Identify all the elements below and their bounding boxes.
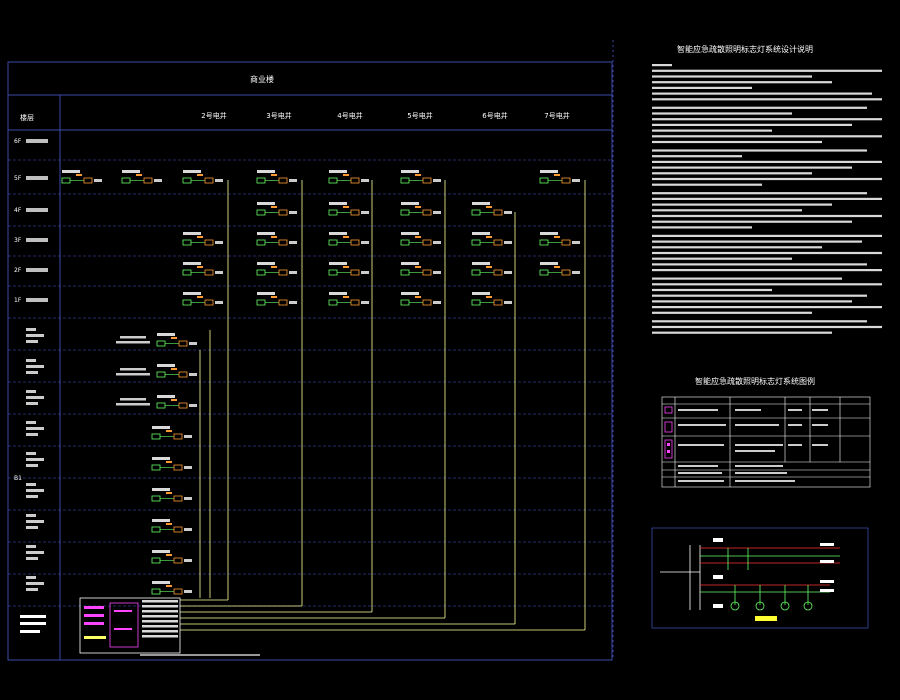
row-header: 楼层 <box>20 113 34 122</box>
legend-title: 智能应急疏散照明标志灯系统图例 <box>695 376 815 386</box>
left-panel-title: 商业楼 <box>250 74 274 84</box>
device-groups <box>61 170 580 595</box>
row-grid <box>8 159 612 607</box>
floor-label-B1: B1 <box>14 475 22 482</box>
floor-labels: 6F 5F 4F 3F 2F 1F B1 <box>14 138 48 591</box>
column-header-1: 2号电井 <box>201 111 226 120</box>
main-frame <box>7 61 613 661</box>
floor-label-4F: 4F <box>14 207 22 214</box>
column-header-6: 7号电井 <box>544 111 569 120</box>
spec-text-block <box>652 64 882 334</box>
spec-title: 智能应急疏散照明标志灯系统设计说明 <box>677 44 813 54</box>
legend-symbols <box>664 406 673 459</box>
riser-lines <box>180 180 586 631</box>
legend-text <box>678 409 828 482</box>
cabinet-outputs <box>142 600 178 638</box>
floor-label-6F: 6F <box>14 138 22 145</box>
floor-label-2F: 2F <box>14 267 22 274</box>
legend-table <box>661 396 871 488</box>
floor-label-1F: 1F <box>14 297 22 304</box>
schematic-box <box>651 527 869 629</box>
floor-label-5F: 5F <box>14 175 22 182</box>
control-cabinet <box>20 597 260 656</box>
column-header-3: 4号电井 <box>337 111 362 120</box>
floor-label-3F: 3F <box>14 237 22 244</box>
column-header-2: 3号电井 <box>266 111 291 120</box>
column-headers: 2号电井 3号电井 4号电井 5号电井 6号电井 7号电井 <box>201 111 569 120</box>
column-header-5: 6号电井 <box>482 111 507 120</box>
column-header-4: 5号电井 <box>407 111 432 120</box>
